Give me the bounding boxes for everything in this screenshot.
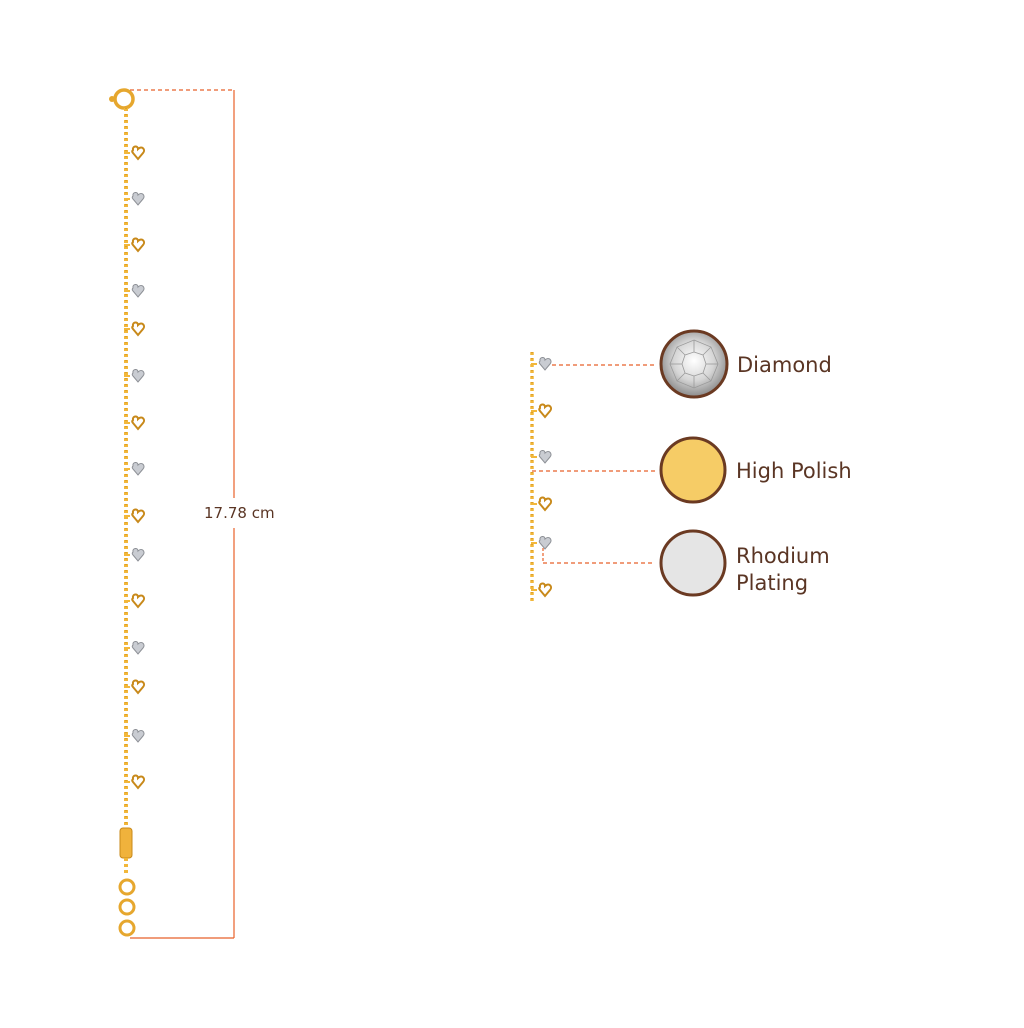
rhodium-heart-charm	[124, 729, 145, 743]
rhodium-heart-charm	[531, 536, 552, 550]
length-dimension	[130, 89, 235, 939]
gold-heart-charm	[531, 496, 553, 512]
gold-heart-charm	[124, 508, 146, 524]
rhodium-heart-charm	[531, 450, 552, 464]
rhodium-heart-charm	[124, 462, 145, 476]
bracelet-tag	[119, 827, 133, 859]
gold-heart-charm	[124, 237, 146, 253]
length-measurement: 17.78 cm	[204, 502, 275, 524]
legend-rhodium-label: Rhodium Plating	[736, 544, 830, 595]
gold-heart-charm	[124, 679, 146, 695]
extension-ring	[118, 919, 136, 937]
gold-heart-charm	[124, 593, 146, 609]
extension-ring	[118, 898, 136, 916]
rhodium-heart-charm	[531, 357, 552, 371]
gold-heart-charm	[124, 774, 146, 790]
gold-heart-charm	[124, 145, 146, 161]
rhodium-heart-charm	[124, 641, 145, 655]
rhodium-heart-charm	[124, 284, 145, 298]
gold-heart-charm	[531, 403, 553, 419]
extension-ring	[118, 878, 136, 896]
bracelet-detail	[530, 329, 729, 604]
diamond-swatch	[659, 329, 729, 399]
legend-diamond-label: Diamond	[737, 353, 832, 377]
rhodium-heart-charm	[124, 369, 145, 383]
gold-heart-charm	[124, 415, 146, 431]
rhodium-heart-charm	[124, 548, 145, 562]
legend-high-polish-label: High Polish	[736, 459, 852, 483]
gold-heart-charm	[531, 582, 553, 598]
gold-heart-charm	[124, 321, 146, 337]
rhodium-heart-charm	[124, 192, 145, 206]
spring-clasp	[113, 88, 135, 110]
bracelet-chain	[109, 88, 146, 937]
high-polish-swatch	[659, 436, 727, 504]
rhodium-plating-swatch	[659, 529, 727, 597]
